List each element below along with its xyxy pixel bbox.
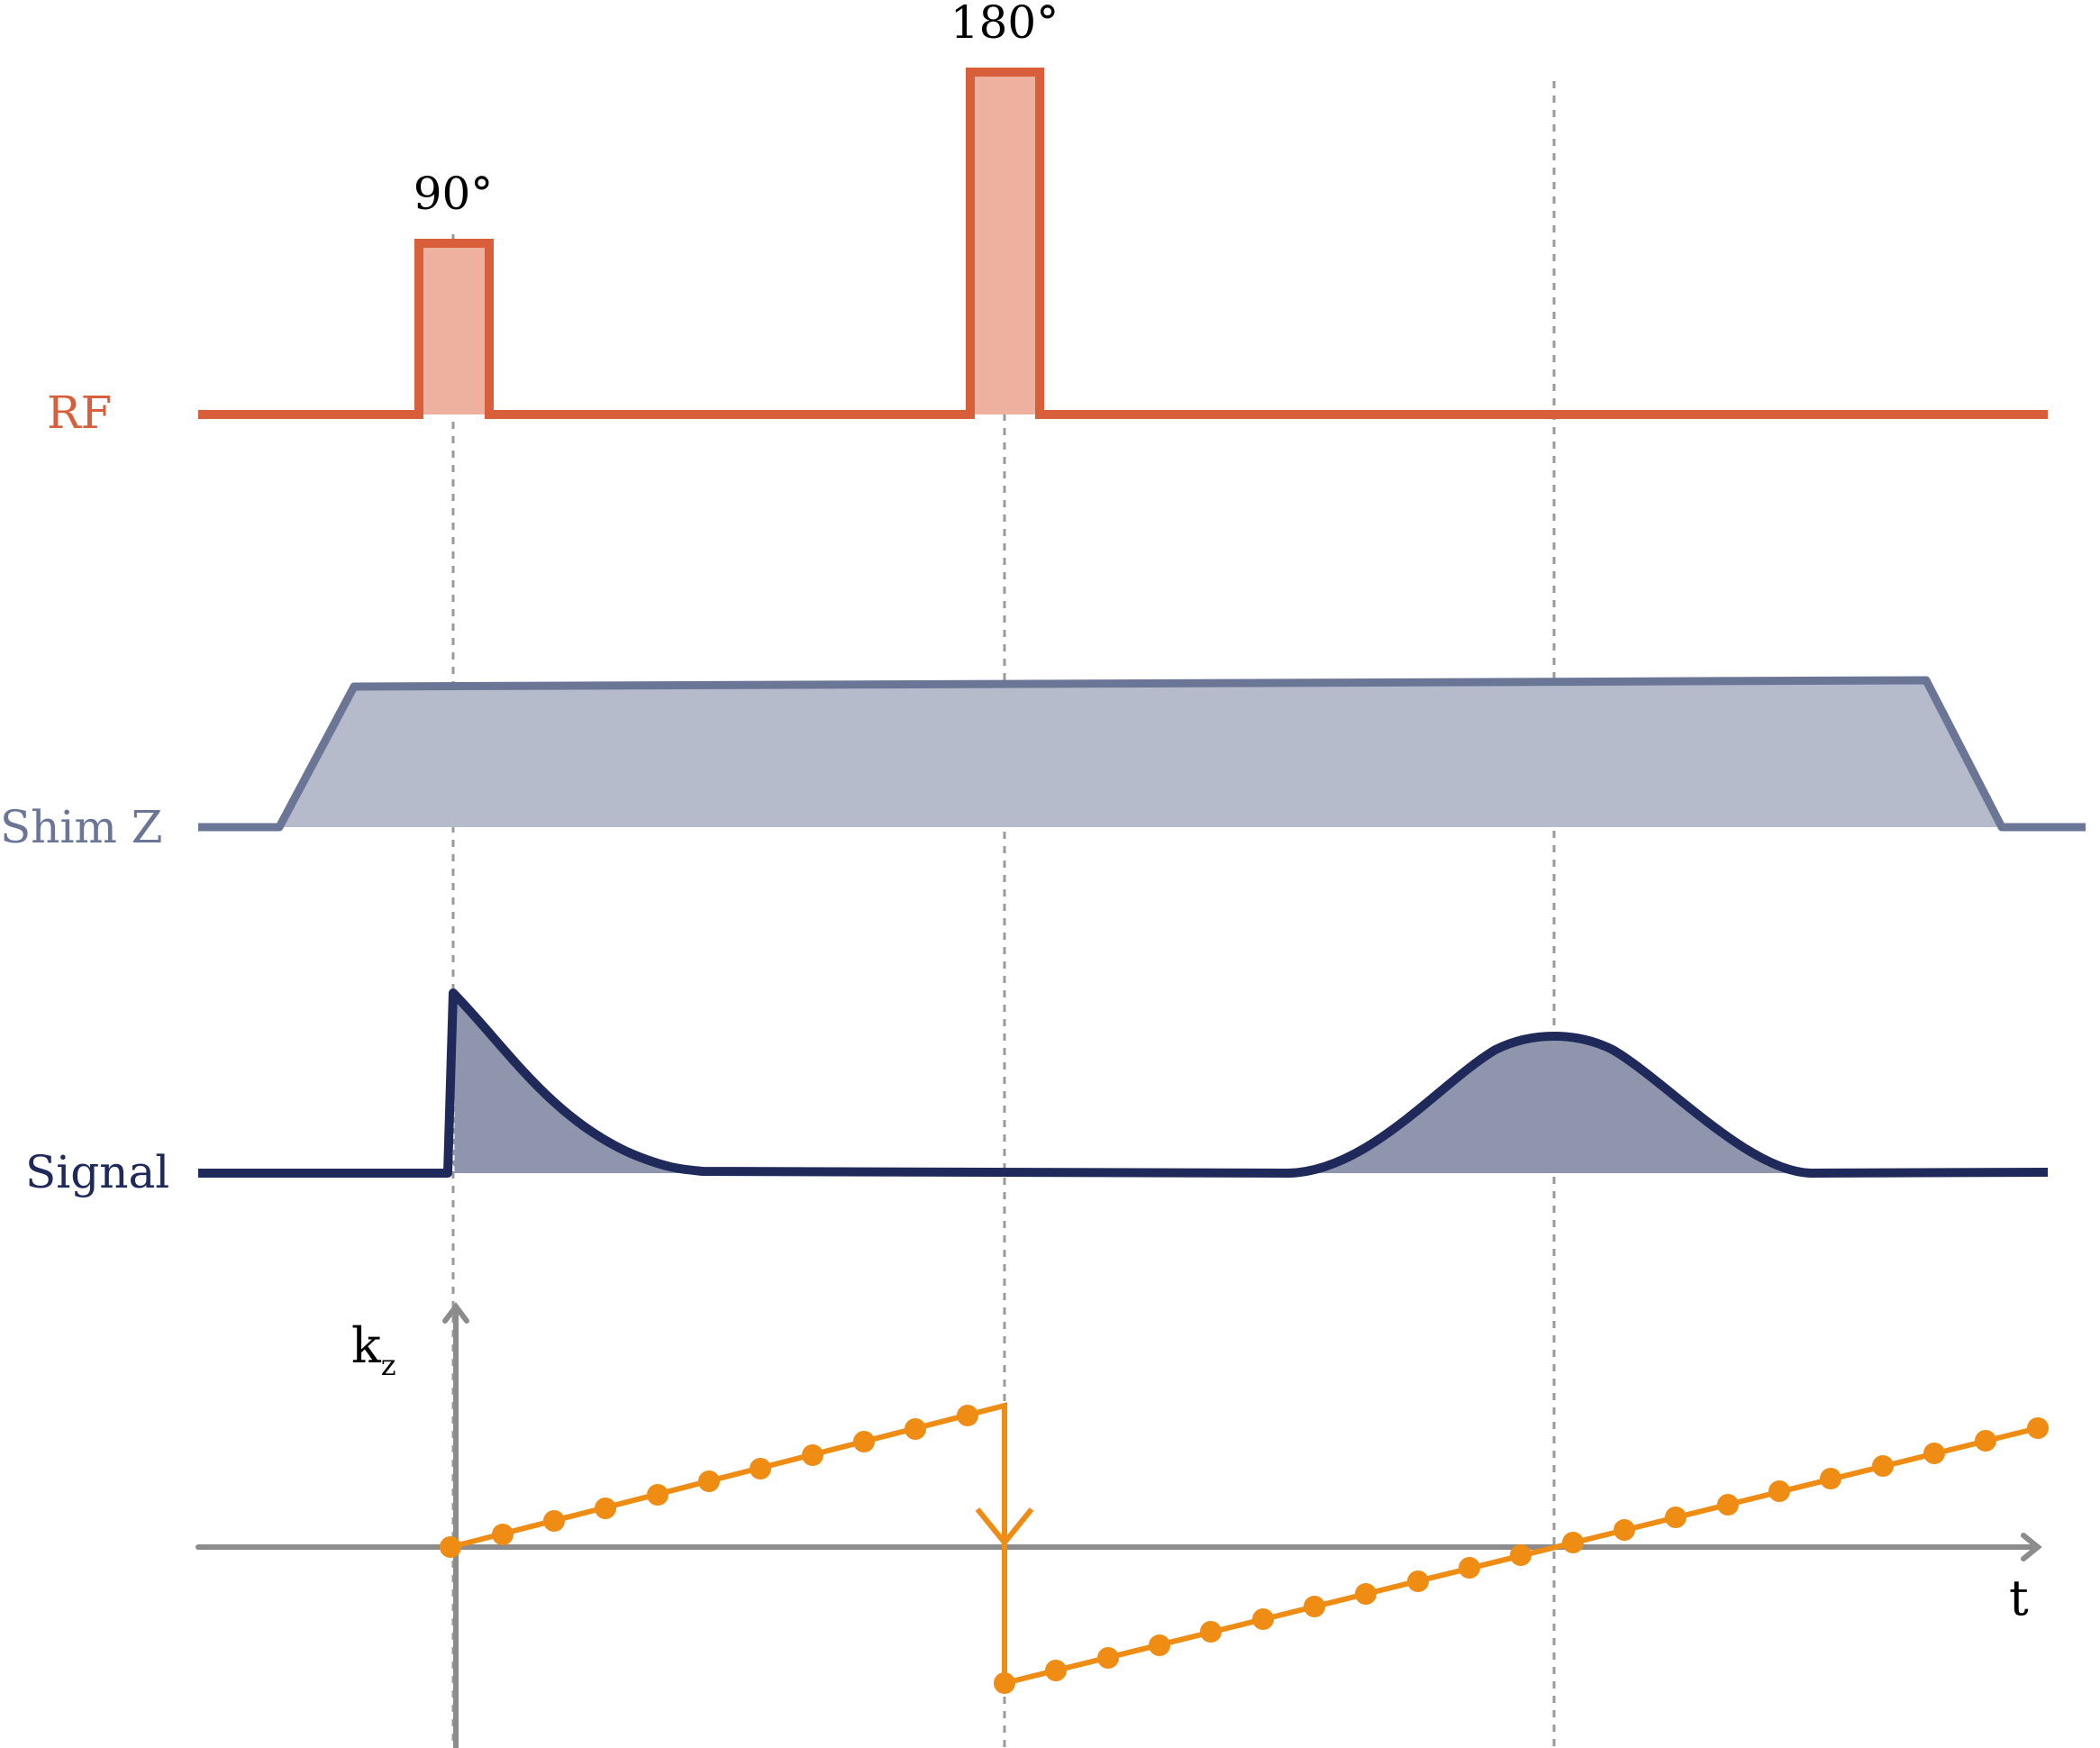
kz-sample: [750, 1458, 771, 1479]
shim-row: Shim Z: [0, 676, 2086, 853]
kz-sample: [1097, 1647, 1119, 1669]
rf-row: RF 90° 180°: [47, 0, 2048, 439]
signal-trace: [198, 988, 2049, 1178]
kz-axes: [195, 1302, 2042, 1748]
kz-sample: [1975, 1430, 1996, 1452]
kz-sample: [440, 1536, 461, 1558]
kz-sample: [1872, 1455, 1894, 1477]
kz-sample: [543, 1510, 565, 1532]
kz-sample: [994, 1672, 1015, 1694]
shim-fill: [279, 680, 2002, 827]
rf-trace: [198, 68, 2048, 419]
kz-jump-arrowhead: [975, 1507, 1034, 1547]
kz-sample: [698, 1470, 720, 1492]
kz-axis-arrowhead: [442, 1302, 469, 1324]
kz-sample: [1355, 1583, 1377, 1605]
kz-samples: [440, 1405, 2049, 1694]
kz-sample: [1045, 1660, 1067, 1681]
kz-sample: [1820, 1468, 1841, 1489]
kz-axis-label: kz: [351, 1317, 396, 1382]
kz-sample: [2027, 1417, 2049, 1439]
kz-sample: [1923, 1443, 1945, 1464]
signal-label: Signal: [25, 1146, 169, 1198]
kz-row: kz t: [195, 1302, 2049, 1748]
kz-sample: [1459, 1557, 1480, 1579]
kz-sample: [1562, 1532, 1584, 1553]
t-axis-label: t: [2009, 1570, 2029, 1626]
kz-sample: [1665, 1507, 1686, 1528]
rf-pulse-180-fill: [970, 72, 1040, 414]
kz-sample: [1252, 1608, 1274, 1630]
kz-sample: [492, 1524, 514, 1545]
kz-sample: [1614, 1519, 1635, 1541]
rf-pulse-90-fill: [419, 243, 489, 414]
pulse-180-label: 180°: [950, 0, 1059, 49]
kz-sample: [1407, 1570, 1429, 1592]
t-axis-arrowhead: [2021, 1533, 2042, 1561]
echo-fill: [1288, 1036, 1811, 1173]
kz-sample: [1510, 1544, 1532, 1566]
kz-sample: [802, 1444, 823, 1466]
kz-sample: [905, 1418, 926, 1440]
kz-sample: [853, 1431, 875, 1452]
kz-sample: [647, 1484, 668, 1506]
kz-sample: [1149, 1634, 1170, 1656]
shim-label: Shim Z: [0, 801, 163, 853]
kz-sample: [957, 1405, 978, 1426]
kz-axis-letter: k: [351, 1317, 382, 1374]
kz-axis-subscript: z: [381, 1348, 396, 1382]
fid-fill: [453, 993, 703, 1173]
rf-label: RF: [47, 387, 112, 439]
kz-sample: [1304, 1596, 1325, 1617]
kz-sample: [1200, 1621, 1222, 1643]
kz-sample: [1768, 1480, 1790, 1502]
signal-row: Signal: [25, 988, 2049, 1198]
kz-sample: [595, 1498, 616, 1519]
pulse-90-label: 90°: [414, 168, 494, 220]
shim-trace: [198, 676, 2086, 832]
kz-sample: [1717, 1494, 1739, 1516]
